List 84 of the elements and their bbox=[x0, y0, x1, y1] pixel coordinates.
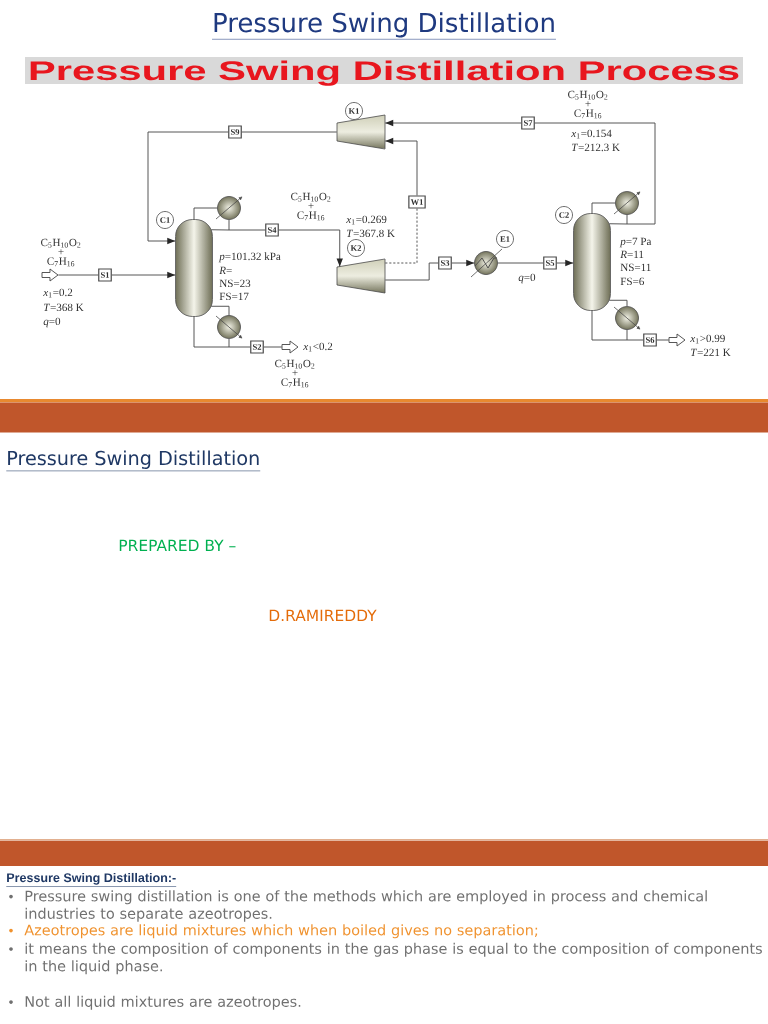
byline: PREPARED BY – bbox=[119, 539, 236, 551]
pipe-line bbox=[228, 346, 251, 348]
formula-label: C$_{5}$H$_{10}$O$_{2}$ + C$_{7}$H$_{16}$ bbox=[275, 359, 315, 388]
stream-tag-box: S7 bbox=[521, 116, 535, 130]
parameter-text: x$_{1}$=0.269 bbox=[346, 215, 387, 225]
heat-exchanger-symbol bbox=[613, 306, 641, 330]
heat-exchanger-symbol bbox=[215, 196, 243, 220]
stream-tag-box: W1 bbox=[408, 195, 426, 209]
pipe-line bbox=[228, 229, 266, 231]
pipe-line bbox=[193, 316, 230, 348]
distillation-column bbox=[175, 219, 213, 317]
pipe-line bbox=[626, 329, 628, 341]
compressor-symbol bbox=[336, 258, 386, 294]
parameter-text: T=212.3 K bbox=[572, 143, 620, 152]
parameter-text: x$_{1}$=0.154 bbox=[571, 129, 612, 139]
heat-exchanger-symbol bbox=[470, 248, 503, 278]
parameter-text: FS=17 bbox=[219, 292, 249, 301]
parameter-text: T=368 K bbox=[44, 303, 84, 312]
pipe-line bbox=[57, 274, 99, 276]
pipe-line bbox=[263, 346, 283, 348]
arrow bbox=[278, 229, 343, 267]
stream-tag-box: S5 bbox=[543, 256, 557, 270]
arrow bbox=[556, 259, 574, 267]
arrow bbox=[384, 137, 418, 196]
parameter-text: NS=23 bbox=[219, 279, 251, 288]
arrow bbox=[147, 131, 229, 245]
banner-heading: Pressure Swing Distillation Process bbox=[25, 57, 743, 86]
pipe-line bbox=[591, 202, 616, 214]
stream-tag-box: S4 bbox=[265, 223, 279, 237]
heat-exchanger-symbol bbox=[613, 191, 641, 215]
stream-tag-box: S1 bbox=[98, 268, 112, 282]
bullet-text: it means the composition of components in the gas phase is equal to the composition of components in the liquid phase. bbox=[25, 942, 762, 975]
parameter-text: q=0 bbox=[43, 317, 61, 328]
block-arrow bbox=[41, 268, 59, 282]
parameter-text: x$_{1}$<0.2 bbox=[303, 342, 333, 352]
pipe-line bbox=[210, 229, 230, 231]
parameter-text: FS=6 bbox=[620, 277, 645, 286]
page-title: Pressure Swing Distillation bbox=[211, 12, 557, 40]
pipe-line bbox=[534, 122, 656, 225]
arrow bbox=[111, 271, 176, 279]
parameter-text: x$_{1}$>0.99 bbox=[690, 334, 725, 344]
parameter-text: p=101.32 kPa bbox=[218, 252, 281, 263]
pipe-line bbox=[591, 310, 628, 341]
parameter-text: p=7 Pa bbox=[619, 237, 652, 248]
pipe-line bbox=[656, 339, 670, 341]
arrow bbox=[451, 259, 475, 267]
pipe-line bbox=[608, 223, 628, 225]
heat-exchanger-symbol bbox=[215, 315, 243, 339]
stream-tag-box: S2 bbox=[250, 340, 264, 354]
bullet-text: Pressure swing distillation is one of the methods which are employed in process and chemical industries to separate azeotropes. bbox=[25, 890, 707, 922]
pipe-line bbox=[228, 219, 230, 231]
section-heading: Pressure Swing Distillation:- bbox=[6, 872, 177, 887]
compressor-symbol bbox=[336, 114, 386, 150]
parameter-text: x$_{1}$=0.2 bbox=[43, 288, 73, 298]
pipe-line bbox=[497, 262, 544, 264]
parameter-text: R= bbox=[219, 266, 232, 274]
distillation-column bbox=[573, 213, 611, 311]
stream-tag-box: S6 bbox=[643, 333, 657, 347]
section-heading: Pressure Swing Distillation bbox=[6, 450, 261, 472]
author-name: D.RAMIREDDY bbox=[269, 609, 377, 621]
parameter-text: T=367.8 K bbox=[347, 229, 395, 238]
bullet-text: Azeotropes are liquid mixtures which when boiled gives no separation; bbox=[24, 924, 538, 939]
pipe-line bbox=[626, 214, 628, 225]
block-arrow bbox=[668, 333, 686, 347]
pipe-line bbox=[608, 299, 628, 307]
pipe-line bbox=[210, 305, 230, 316]
formula-label: C$_{5}$H$_{10}$O$_{2}$ + C$_{7}$H$_{16}$ bbox=[291, 192, 331, 221]
pipe-line bbox=[241, 131, 338, 133]
formula-label: C$_{5}$H$_{10}$O$_{2}$ + C$_{7}$H$_{16}$ bbox=[41, 238, 81, 267]
stream-tag-box: S3 bbox=[438, 256, 452, 270]
parameter-text: NS=11 bbox=[620, 263, 651, 272]
parameter-text: R=11 bbox=[620, 250, 644, 258]
pipe-line bbox=[626, 339, 644, 341]
pipe-line bbox=[228, 338, 230, 348]
arrow bbox=[384, 119, 522, 127]
pipe-line bbox=[384, 208, 418, 264]
formula-label: C$_{5}$H$_{10}$O$_{2}$ + C$_{7}$H$_{16}$ bbox=[568, 90, 608, 119]
bullet-text: Not all liquid mixtures are azeotropes. bbox=[25, 995, 301, 1010]
pipe-line bbox=[193, 207, 218, 220]
parameter-text: T=221 K bbox=[691, 348, 731, 356]
pipe-line bbox=[384, 262, 439, 281]
parameter-text: q=0 bbox=[518, 273, 536, 284]
block-arrow bbox=[281, 340, 299, 354]
stream-tag-box: S9 bbox=[228, 125, 242, 139]
